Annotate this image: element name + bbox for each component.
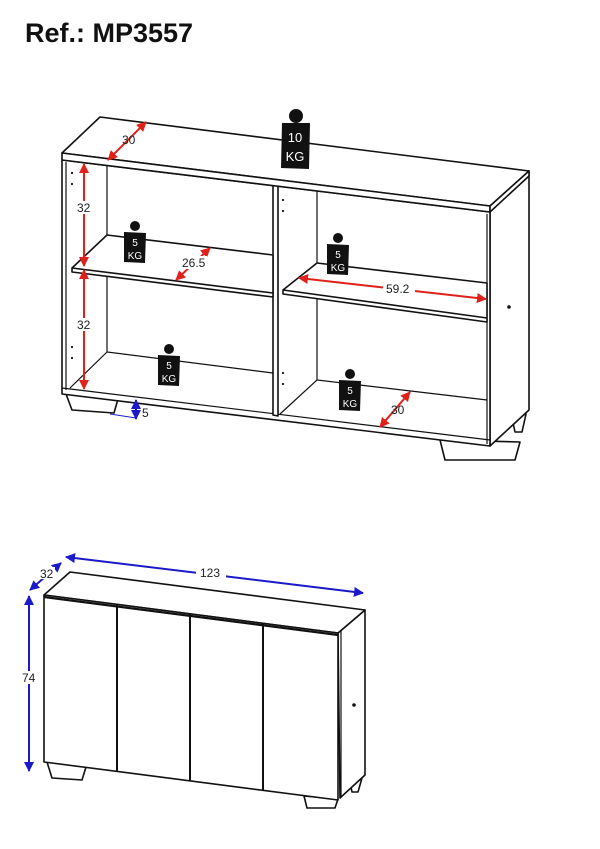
side-hole (352, 703, 356, 707)
shelf-width-label: 59.2 (386, 282, 410, 296)
height-label: 74 (22, 671, 36, 685)
left-shelf (71, 234, 274, 298)
width-label: 123 (200, 566, 220, 580)
top-side-edge (489, 170, 530, 213)
closed-cabinet-drawing: 123 32 74 (20, 553, 366, 809)
side-panel (337, 609, 366, 799)
foot-height-label: 5 (142, 406, 149, 420)
weight-value: 5 (166, 361, 172, 372)
weight-value: 5 (347, 386, 353, 397)
reference-title: Ref.: MP3557 (25, 18, 194, 48)
weight-unit: KG (162, 374, 177, 385)
depth-label: 32 (40, 567, 54, 581)
weight-5kg-icon: 5 KG (158, 344, 180, 386)
weight-5kg-icon: 5 KG (339, 369, 361, 411)
bottom-depth-label: 30 (391, 403, 405, 417)
weight-5kg-icon: 5 KG (124, 221, 146, 263)
open-cabinet-drawing: 30 32 32 26.5 59.2 30 5 10 KG 5 KG (61, 109, 530, 461)
top-depth-label: 30 (122, 133, 136, 147)
weight-unit: KG (331, 263, 346, 274)
weight-10kg-icon: 10 KG (281, 109, 310, 169)
foot-extension-line (109, 413, 137, 419)
weight-value: 5 (335, 250, 341, 261)
lower-height-label: 32 (77, 318, 91, 332)
weight-5kg-icon: 5 KG (327, 233, 349, 275)
upper-height-label: 32 (77, 201, 91, 215)
side-hole (507, 305, 511, 309)
weight-value: 5 (132, 238, 138, 249)
weight-unit: KG (128, 251, 143, 262)
top-depth-arrow (107, 121, 147, 161)
middle-divider (272, 184, 279, 417)
shelf-depth-label: 26.5 (182, 256, 206, 270)
right-interior (279, 190, 488, 415)
bottom-depth-arrow (379, 391, 411, 428)
weight-value: 10 (288, 130, 302, 145)
weight-unit: KG (286, 149, 305, 164)
weight-unit: KG (343, 399, 358, 410)
shelf-pin-holes (70, 171, 285, 386)
